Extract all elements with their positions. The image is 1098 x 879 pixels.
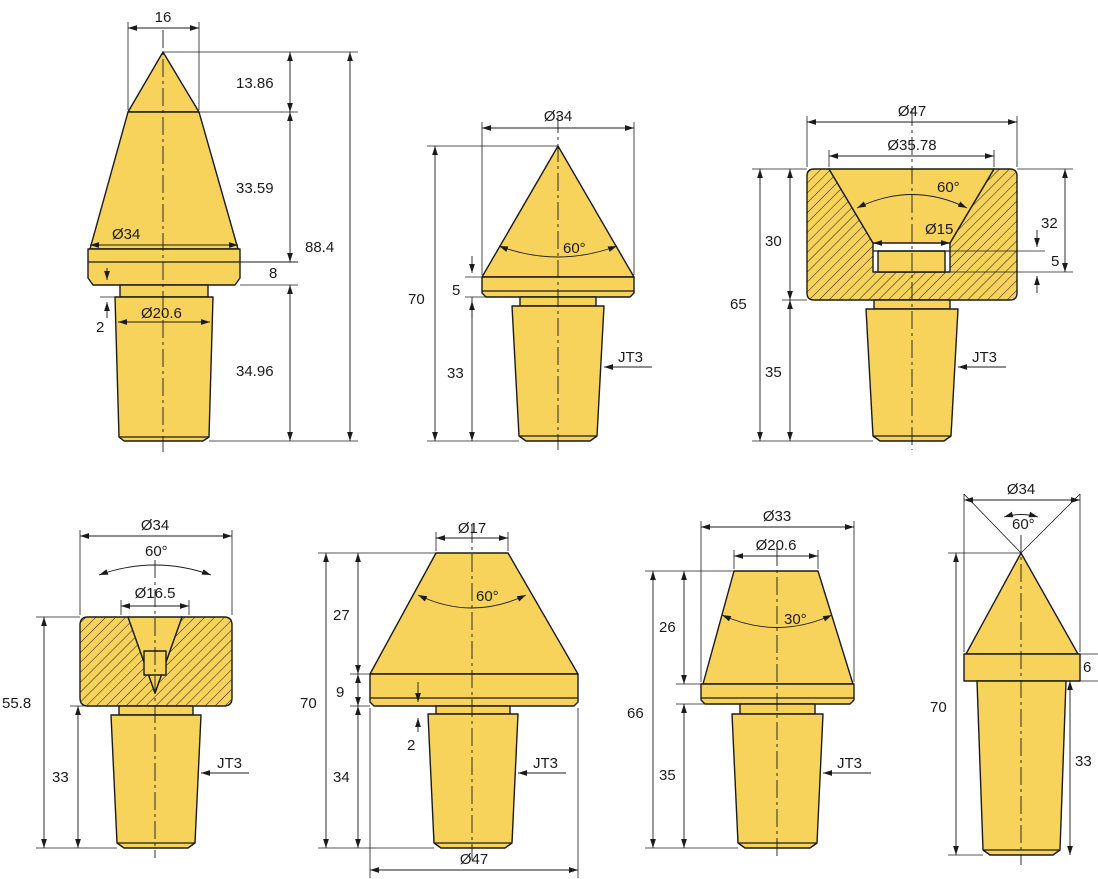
- pin1-collar-height: 8: [269, 265, 277, 282]
- pin3-outer-dia: Ø47: [898, 103, 926, 120]
- pin7-dims: Ø34 60° 70 6 33: [930, 481, 1098, 856]
- pin6-body: [700, 570, 855, 849]
- pin7-dia: Ø34: [1007, 481, 1035, 498]
- pin3-dims: Ø47 Ø35.78 60° Ø15 30 65 35 32 5: [730, 103, 1073, 442]
- pin7-angle: 60°: [1012, 516, 1035, 533]
- pin2-collar: 5: [452, 282, 460, 299]
- pin4-body: [79, 616, 233, 849]
- pin5-shank-height: 34: [333, 769, 350, 786]
- pin5-total-height: 70: [300, 695, 317, 712]
- pin3-cup-dia: Ø35.78: [887, 137, 936, 154]
- pin1-cone-height: 33.59: [236, 180, 274, 197]
- pin2-total-height: 70: [408, 291, 425, 308]
- pin3-bore-depth: 5: [1051, 253, 1059, 270]
- pin3-taper: JT3: [972, 349, 997, 366]
- pin5-collar-height: 9: [336, 684, 344, 701]
- center-pin-5: Ø17 60° 70 27 9 34 2 Ø47 JT3: [300, 520, 579, 878]
- pin3-angle: 60°: [937, 179, 960, 196]
- pin5-taper: JT3: [533, 755, 558, 772]
- pin2-angle: 60°: [563, 240, 586, 257]
- pin5-angle: 60°: [476, 588, 499, 605]
- pin5-top-dia: Ø17: [458, 520, 486, 537]
- pin7-shank-height: 33: [1075, 753, 1092, 770]
- pin7-total-height: 70: [930, 699, 947, 716]
- pin5-cone-height: 27: [333, 607, 350, 624]
- center-pin-3: Ø47 Ø35.78 60° Ø15 30 65 35 32 5: [730, 103, 1073, 450]
- pin4-dia: Ø34: [141, 517, 169, 534]
- pin1-tip-height: 13.86: [236, 75, 274, 92]
- pin4-dims: Ø34 60° Ø16.5 55.8 33 JT3: [2, 517, 249, 849]
- pin3-bore-dia: Ø15: [925, 221, 953, 238]
- pin1-shank-dia: Ø20.6: [141, 305, 182, 322]
- pin6-dims: Ø33 Ø20.6 30° 66 26 35 JT3: [627, 508, 871, 849]
- pin1-dims: 16 13.86 33.59 8 34.96 88.4 Ø34 Ø20.6 2: [90, 9, 358, 442]
- pin5-base-dia: Ø47: [460, 851, 488, 868]
- pin7-body: [963, 552, 1081, 856]
- pin3-total-height: 65: [730, 296, 747, 313]
- center-pin-6: Ø33 Ø20.6 30° 66 26 35 JT3: [627, 508, 871, 858]
- pin6-angle: 30°: [784, 611, 807, 628]
- pin3-body-height: 32: [1041, 215, 1058, 232]
- pin1-collar-dia: Ø34: [112, 226, 140, 243]
- center-pin-7: Ø34 60° 70 6 33: [930, 481, 1098, 865]
- center-pin-1: 16 13.86 33.59 8 34.96 88.4 Ø34 Ø20.6 2: [87, 9, 358, 452]
- pin2-shank-height: 33: [447, 365, 464, 382]
- pin2-dims: Ø34 60° 70 5 33 JT3: [408, 108, 652, 442]
- pin4-total-height: 55.8: [2, 695, 31, 712]
- pin1-shank-height: 34.96: [236, 363, 274, 380]
- pin6-taper: JT3: [837, 755, 862, 772]
- pin1-body: [87, 51, 241, 442]
- pin2-dia: Ø34: [544, 108, 572, 125]
- pin6-dia: Ø33: [763, 508, 791, 525]
- pin4-bore-dia: Ø16.5: [135, 585, 176, 602]
- pin4-shank-height: 33: [52, 769, 69, 786]
- pin6-cone-height: 26: [659, 619, 676, 636]
- pin1-neck: 2: [96, 319, 104, 336]
- pin5-dims: Ø17 60° 70 27 9 34 2 Ø47 JT3: [300, 520, 579, 878]
- pin1-total-height: 88.4: [305, 239, 334, 256]
- pin5-body: [369, 552, 579, 849]
- center-pin-4: Ø34 60° Ø16.5 55.8 33 JT3: [2, 517, 249, 858]
- pin1-tip-width: 16: [155, 9, 172, 26]
- pin3-cup-depth: 30: [765, 233, 782, 250]
- pin6-total-height: 66: [627, 705, 644, 722]
- center-pin-2: Ø34 60° 70 5 33 JT3: [408, 108, 652, 450]
- pin5-neck: 2: [407, 737, 415, 754]
- pin4-angle: 60°: [145, 543, 168, 560]
- pin4-taper: JT3: [217, 755, 242, 772]
- pin6-top-dia: Ø20.6: [756, 537, 797, 554]
- pin7-collar-height: 6: [1083, 659, 1091, 676]
- pin2-taper: JT3: [618, 349, 643, 366]
- pin3-shank-height: 35: [765, 364, 782, 381]
- pin6-shank-height: 35: [659, 767, 676, 784]
